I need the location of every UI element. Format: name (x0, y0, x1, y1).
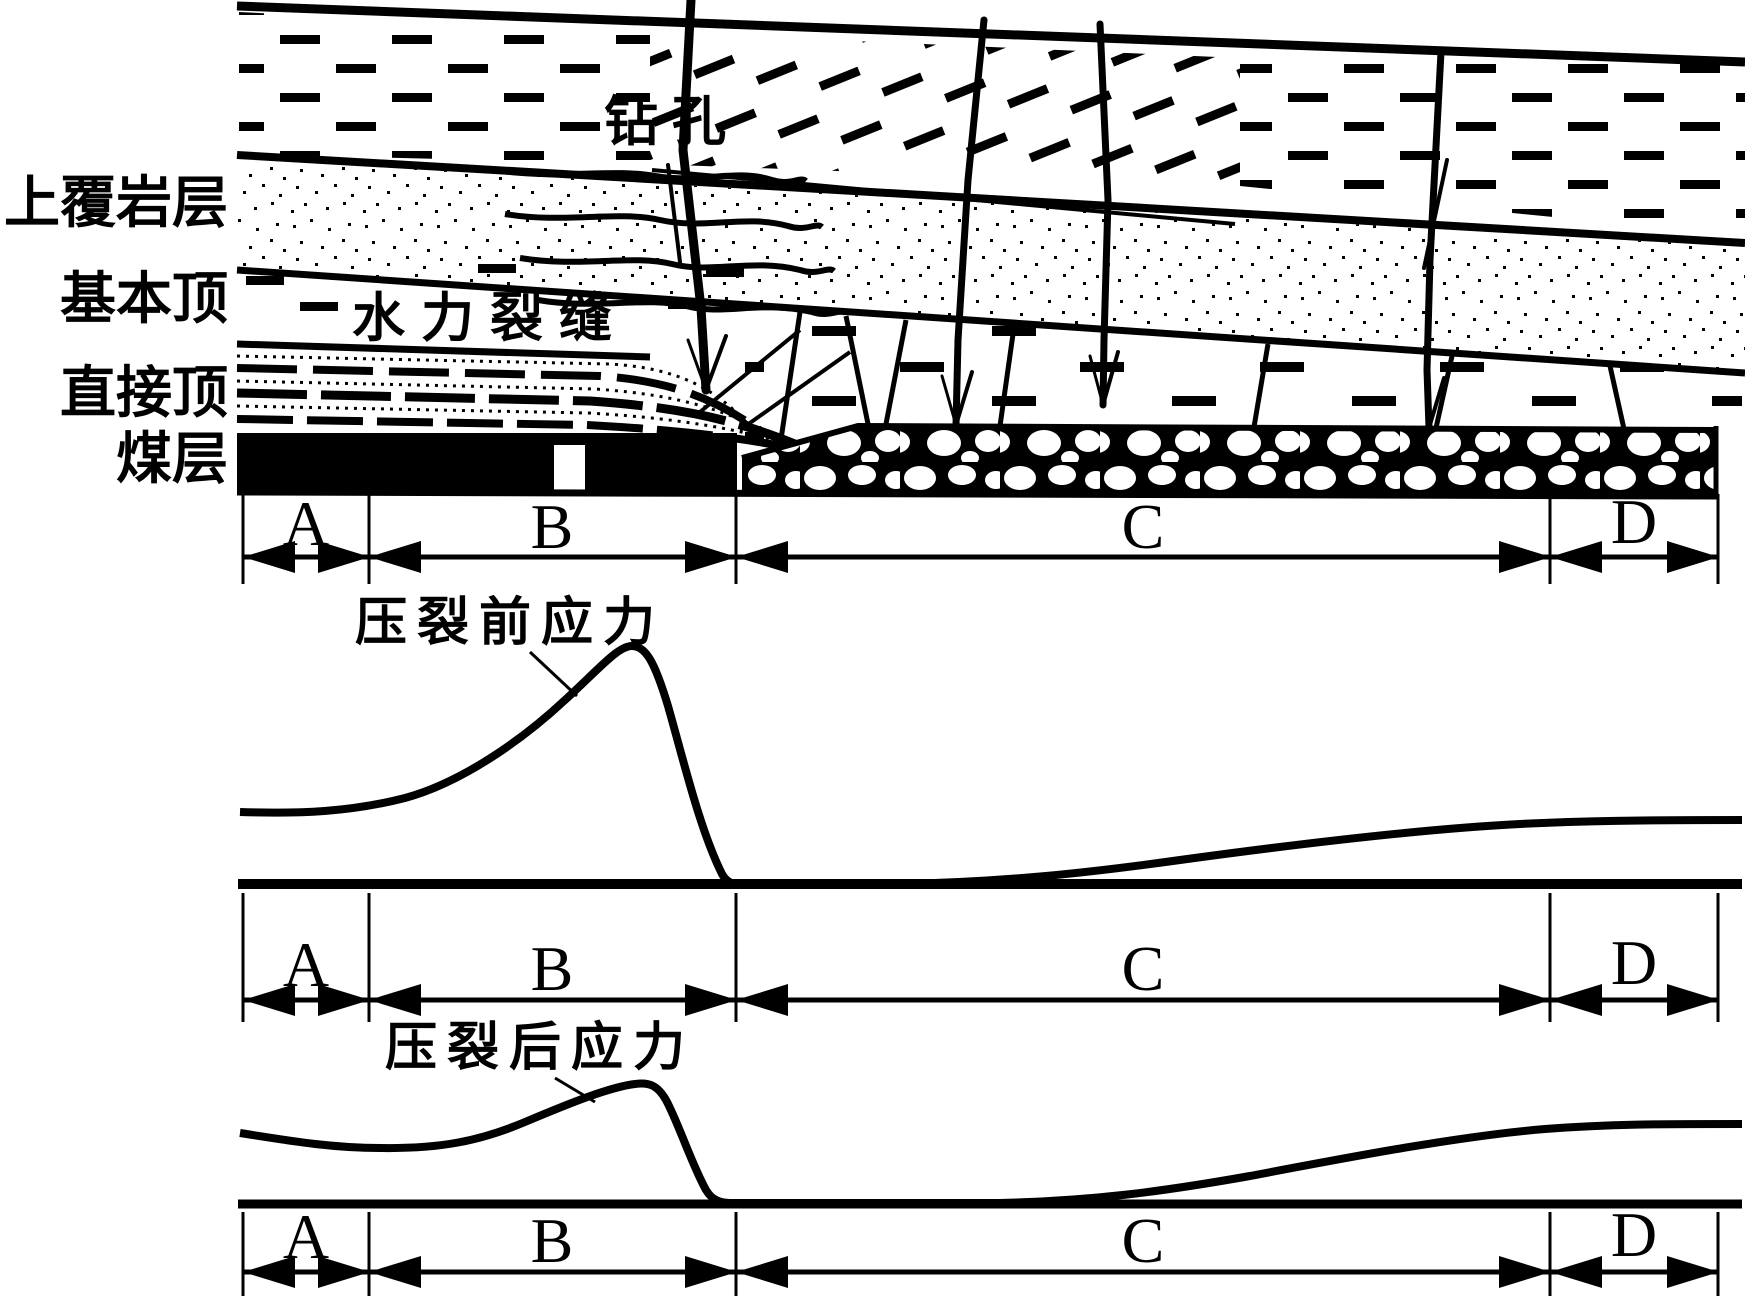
overlying-strata-layer (236, 159, 1745, 377)
borehole-label: 钻孔 (604, 92, 740, 152)
stress-curve-after: 压裂后应力 (238, 1019, 1743, 1209)
zone-a-label: A (283, 1201, 329, 1272)
borehole-2-fracture-branch (954, 370, 974, 427)
zone-c-label: C (1122, 491, 1165, 562)
surface-line (236, 1, 1745, 67)
borehole-3-fracture-branch (1101, 350, 1120, 407)
overburden-dashes-diagonal (650, 32, 1240, 186)
floor-line (236, 488, 1719, 500)
coal-seam-body (237, 433, 737, 492)
borehole-4-casing (1422, 158, 1449, 270)
block-joint (1433, 355, 1455, 429)
stress-after-label: 压裂后应力 (385, 1019, 695, 1077)
borehole-1-casing (666, 163, 682, 264)
stipple-fill (237, 159, 1745, 371)
zone-a-label: A (283, 488, 329, 559)
zone-d-label: D (1611, 927, 1657, 998)
dimension-row-2: A B C D (241, 893, 1720, 1022)
stress-after-curve (239, 1079, 1743, 1207)
face-shear-line (698, 328, 802, 414)
overlying-strata-label: 上覆岩层 (4, 173, 228, 235)
block-joint (1607, 365, 1627, 430)
coal-seam-label: 煤层 (116, 429, 228, 491)
dimension-row-1: A B C D (241, 486, 1720, 584)
zone-c-label: C (1122, 1205, 1165, 1276)
zone-b-label: B (531, 933, 574, 1004)
borehole-3 (1096, 20, 1112, 409)
borehole-1-fracture-branch (704, 334, 728, 392)
borehole-1-fracture-branch (686, 338, 708, 392)
zone-b-label: B (531, 1205, 574, 1276)
roadway-notch (554, 445, 585, 492)
stress-curve-before: 压裂前应力 (238, 594, 1743, 889)
block-joint (997, 326, 1017, 427)
stress-before-curve (239, 641, 1743, 888)
coal-seam (237, 433, 737, 492)
borehole-4 (1423, 48, 1445, 432)
dimension-row-3: A B C D (241, 1199, 1720, 1296)
borehole-2 (952, 16, 988, 429)
immediate-roof-top-line (236, 340, 651, 361)
zone-a-label: A (283, 929, 329, 1000)
hydraulic-fracture-label: 水力裂缝 (352, 289, 628, 348)
zone-d-label: D (1611, 1199, 1657, 1270)
zone-c-label: C (1122, 933, 1165, 1004)
block-joint (1251, 343, 1271, 428)
strata-labels: 上覆岩层 基本顶 直接顶 煤层 (4, 173, 228, 491)
main-roof-top-line (236, 266, 1745, 377)
main-roof-layer (246, 264, 744, 311)
cross-section: 钻孔 水力裂缝 上覆岩层 基本顶 直接顶 煤层 (4, 0, 1745, 500)
stress-before-leader (528, 650, 579, 698)
overburden-bottom-line (236, 151, 1745, 247)
borehole-4-fracture-branch (1427, 376, 1446, 430)
overburden-dash-layer (236, 1, 1745, 247)
overburden-dashes-left (239, 12, 650, 164)
borehole-3-fracture-branch (1088, 354, 1105, 407)
main-roof-label: 基本顶 (60, 269, 228, 331)
block-joint (843, 315, 871, 425)
stress-before-label: 压裂前应力 (355, 594, 665, 652)
zone-b-label: B (531, 491, 574, 562)
immediate-roof-label: 直接顶 (60, 363, 228, 425)
borehole-1 (678, 0, 711, 395)
boreholes (666, 0, 1449, 432)
face-shear-line (738, 350, 852, 432)
block-joint (883, 319, 909, 425)
borehole-2-fracture-branch (940, 374, 958, 427)
overburden-dashes-right (1240, 58, 1745, 236)
zone-d-label: D (1611, 486, 1657, 557)
rubble-band (742, 426, 1716, 494)
